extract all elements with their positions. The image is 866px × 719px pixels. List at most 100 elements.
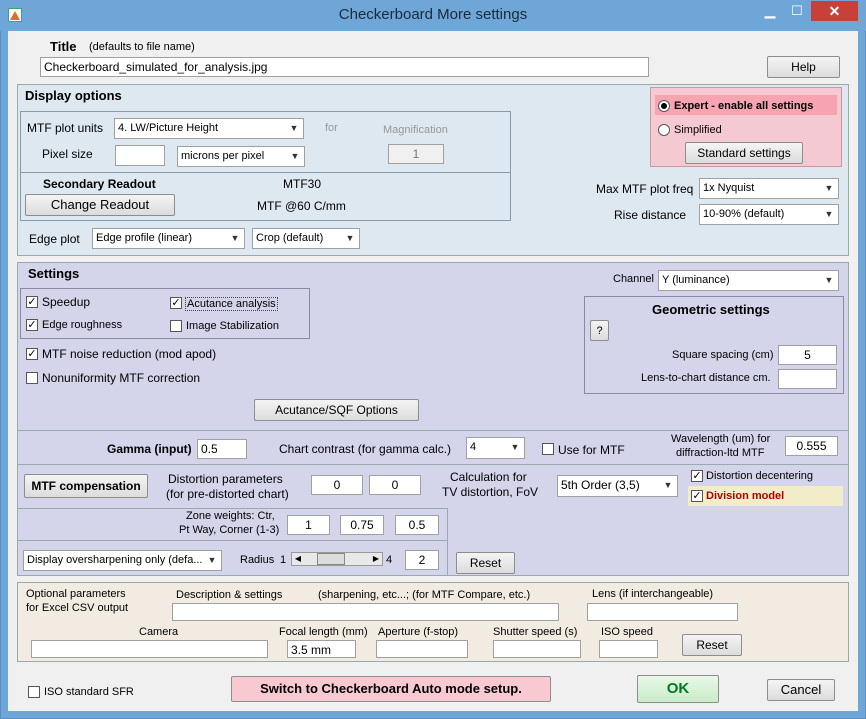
edge-roughness-checkbox[interactable]: ✓ — [26, 319, 38, 331]
max-freq-label: Max MTF plot freq — [596, 182, 694, 196]
desc-input[interactable] — [172, 603, 559, 621]
max-freq-select[interactable]: 1x Nyquist▼ — [699, 178, 839, 199]
minimize-button[interactable]: ▁ — [764, 2, 776, 18]
dist-label-2: (for pre-distorted chart) — [166, 487, 289, 501]
dist-label-1: Distortion parameters — [168, 472, 283, 486]
expert-radio[interactable] — [658, 100, 670, 112]
speedup-group — [20, 288, 310, 339]
for-label: for — [325, 122, 338, 134]
slider-left-arrow[interactable]: ◀ — [294, 554, 302, 563]
shutter-label: Shutter speed (s) — [493, 626, 578, 638]
rise-select[interactable]: 10-90% (default)▼ — [699, 204, 839, 225]
nonuniformity-checkbox[interactable] — [26, 372, 38, 384]
decentering-label: Distortion decentering — [706, 470, 814, 482]
use-for-mtf-label: Use for MTF — [558, 443, 625, 457]
window-title: Checkerboard More settings — [338, 6, 528, 23]
acutance-label: Acutance analysis — [185, 297, 278, 311]
chevron-down-icon: ▼ — [824, 209, 834, 219]
secondary-readout-label: Secondary Readout — [43, 177, 156, 191]
contrast-label: Chart contrast (for gamma calc.) — [279, 442, 452, 456]
square-spacing-input[interactable]: 5 — [778, 345, 837, 365]
app-icon — [8, 8, 22, 22]
focal-label: Focal length (mm) — [279, 626, 368, 638]
order-select[interactable]: 5th Order (3,5)▼ — [557, 475, 678, 497]
title-label: Title — [50, 39, 77, 54]
ok-button[interactable]: OK — [637, 675, 719, 703]
mtf30-label: MTF30 — [283, 177, 322, 191]
title-bar[interactable] — [0, 0, 866, 31]
expert-label: Expert - enable all settings — [674, 100, 814, 112]
chevron-down-icon: ▼ — [289, 123, 299, 133]
camera-input[interactable] — [31, 640, 268, 658]
oversharp-select[interactable]: Display oversharpening only (defa...▼ — [23, 550, 222, 571]
dist-input-1[interactable]: 0 — [311, 475, 363, 495]
help-button[interactable]: Help — [767, 56, 840, 78]
chevron-down-icon: ▼ — [824, 275, 834, 285]
radius-max: 4 — [386, 554, 393, 566]
gamma-label: Gamma (input) — [107, 442, 192, 456]
channel-select[interactable]: Y (luminance)▼ — [658, 270, 839, 291]
close-button[interactable]: ✕ — [811, 1, 858, 21]
chevron-down-icon: ▼ — [230, 233, 240, 243]
focal-input[interactable]: 3.5 mm — [287, 640, 356, 658]
title-hint: (defaults to file name) — [89, 41, 195, 53]
shutter-input[interactable] — [493, 640, 581, 658]
image-stab-checkbox[interactable] — [170, 320, 182, 332]
mtf-units-value: 4. LW/Picture Height — [118, 122, 219, 134]
optional-label-1: Optional parameters — [26, 588, 126, 600]
display-options-header: Display options — [25, 88, 122, 103]
optional-reset-button[interactable]: Reset — [682, 634, 742, 656]
square-spacing-label: Square spacing (cm) — [672, 349, 774, 361]
chevron-down-icon: ▼ — [207, 555, 217, 565]
switch-mode-button[interactable]: Switch to Checkerboard Auto mode setup. — [231, 676, 551, 702]
settings-header: Settings — [28, 266, 80, 281]
standard-settings-button[interactable]: Standard settings — [685, 142, 803, 164]
edge-plot-value: Edge profile (linear) — [96, 232, 192, 244]
crop-select[interactable]: Crop (default)▼ — [252, 228, 360, 249]
camera-label: Camera — [139, 626, 179, 638]
maximize-button[interactable]: ☐ — [791, 3, 803, 18]
decentering-checkbox[interactable]: ✓ — [691, 470, 703, 482]
slider-thumb[interactable] — [317, 553, 345, 565]
lens-input[interactable] — [587, 603, 738, 621]
mtf-compensation-button[interactable]: MTF compensation — [24, 474, 148, 498]
simplified-radio[interactable] — [658, 124, 670, 136]
reset-button[interactable]: Reset — [456, 552, 515, 574]
cancel-button[interactable]: Cancel — [767, 679, 835, 701]
zone-corner-input[interactable]: 0.5 — [395, 515, 439, 535]
change-readout-button[interactable]: Change Readout — [25, 194, 175, 216]
title-input[interactable]: Checkerboard_simulated_for_analysis.jpg — [40, 57, 649, 77]
speedup-checkbox[interactable]: ✓ — [26, 296, 38, 308]
edge-plot-select[interactable]: Edge profile (linear) ▼ — [92, 228, 245, 249]
aperture-input[interactable] — [376, 640, 468, 658]
radius-input[interactable]: 2 — [405, 550, 439, 570]
lens-distance-label: Lens-to-chart distance cm. — [641, 372, 771, 384]
zone-ctr-input[interactable]: 1 — [287, 515, 330, 535]
use-for-mtf-checkbox[interactable] — [542, 443, 554, 455]
calc-label-2: TV distortion, FoV — [442, 485, 539, 499]
pixel-size-input[interactable] — [115, 145, 165, 166]
acutance-checkbox[interactable]: ✓ — [170, 297, 182, 309]
noise-reduction-checkbox[interactable]: ✓ — [26, 348, 38, 360]
gamma-input[interactable]: 0.5 — [197, 439, 247, 459]
mtf-units-select[interactable]: 4. LW/Picture Height ▼ — [114, 118, 304, 139]
chevron-down-icon: ▼ — [663, 480, 673, 490]
magnification-input[interactable]: 1 — [388, 144, 444, 164]
lens-distance-input[interactable] — [778, 369, 837, 389]
division-model-label: Division model — [706, 490, 785, 502]
iso-input[interactable] — [599, 640, 658, 658]
iso-sfr-checkbox[interactable] — [28, 686, 40, 698]
simplified-label: Simplified — [674, 124, 722, 136]
acutance-options-button[interactable]: Acutance/SQF Options — [254, 399, 419, 421]
wavelength-input[interactable]: 0.555 — [785, 436, 838, 456]
slider-right-arrow[interactable]: ▶ — [372, 554, 380, 563]
radius-label: Radius — [240, 554, 275, 566]
dist-input-2[interactable]: 0 — [369, 475, 421, 495]
radius-slider[interactable]: ◀ ▶ — [291, 552, 383, 566]
division-model-checkbox[interactable]: ✓ — [691, 490, 703, 502]
mtf-units-label: MTF plot units — [27, 121, 104, 135]
zone-pt-input[interactable]: 0.75 — [340, 515, 384, 535]
geometric-help-button[interactable]: ? — [590, 320, 609, 341]
pixel-units-select[interactable]: microns per pixel▼ — [177, 146, 305, 167]
contrast-select[interactable]: 4▼ — [466, 437, 525, 459]
